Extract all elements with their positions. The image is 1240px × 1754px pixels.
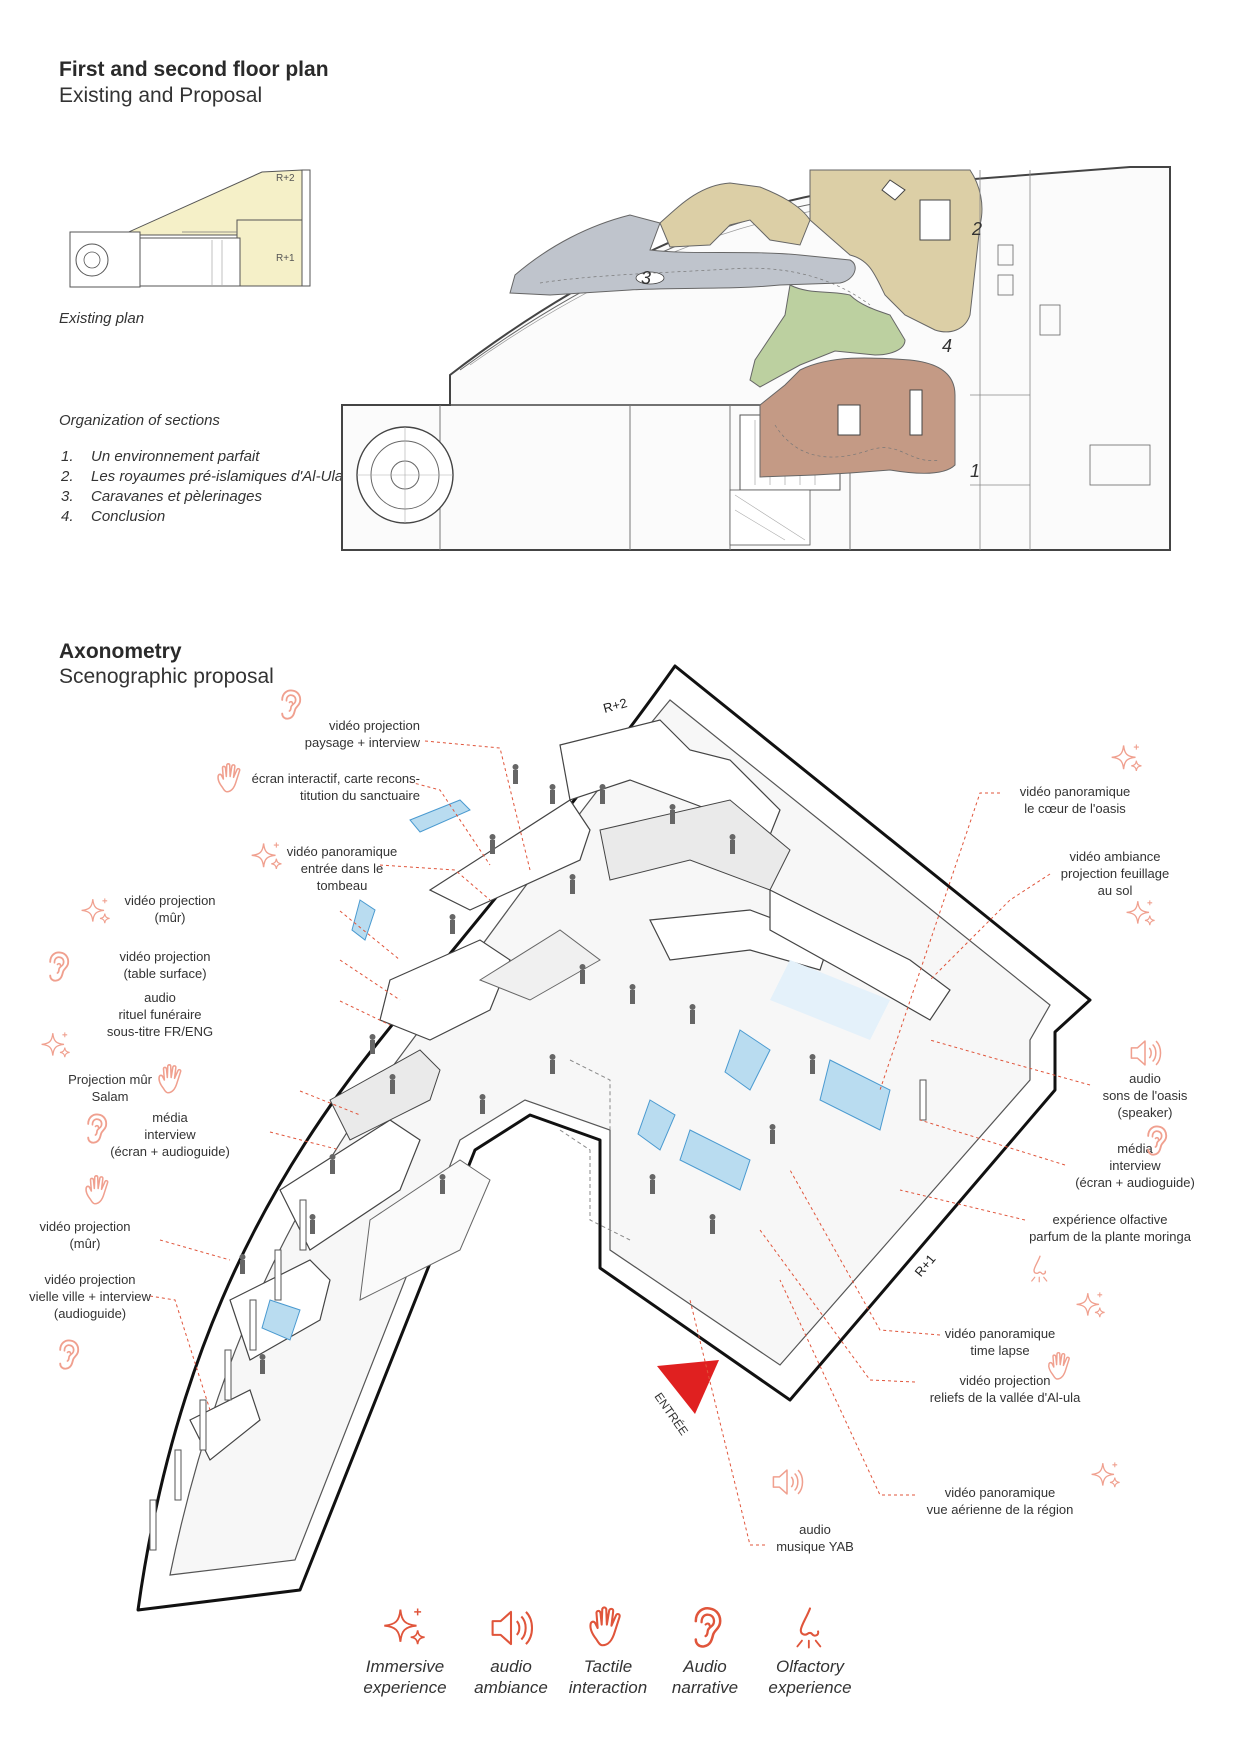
callout-c9: vidéo projection (mûr) <box>39 1219 131 1251</box>
callout-c5: vidéo projection (table surface) <box>119 949 211 981</box>
axonometry-title: Axonometry <box>59 640 182 663</box>
callout-r9: audio musique YAB <box>776 1522 854 1554</box>
legend-item-audio-ambiance: audio ambiance <box>456 1605 566 1698</box>
organization-title: Organization of sections <box>59 412 220 429</box>
section-item: 4.Conclusion <box>61 508 166 525</box>
small-plan-label-r1: R+1 <box>276 253 295 264</box>
legend-item-olfactory: Olfactory experience <box>755 1605 865 1698</box>
nose-icon <box>787 1605 833 1651</box>
callout-c8: média interview (écran + audioguide) <box>110 1110 230 1159</box>
callout-r1: vidéo panoramique le cœur de l'oasis <box>1019 784 1131 816</box>
sparkle-icon <box>250 840 284 874</box>
plan-number-1: 1 <box>970 461 981 481</box>
existing-plan-thumbnail <box>69 169 311 288</box>
hand-icon <box>1045 1351 1077 1383</box>
legend-item-immersive: Immersive experience <box>350 1605 460 1698</box>
existing-plan-label: Existing plan <box>59 310 145 327</box>
legend-item-audio-narrative: Audio narrative <box>650 1605 760 1698</box>
callout-r3: audio sons de l'oasis (speaker) <box>1102 1071 1188 1120</box>
callout-c4: vidéo projection (mûr) <box>124 893 216 925</box>
floorplan-subtitle: Existing and Proposal <box>59 84 263 107</box>
hand-icon <box>585 1605 631 1651</box>
sparkle-icon <box>1125 898 1157 930</box>
plan-number-2: 2 <box>972 219 983 239</box>
callout-c6: audio rituel funéraire sous-titre FR/ENG <box>106 990 214 1039</box>
callout-r4: média interview (écran + audioguide) <box>1075 1141 1195 1190</box>
ear-icon <box>40 950 74 984</box>
ear-icon <box>50 1338 84 1372</box>
speaker-icon <box>1128 1036 1162 1070</box>
callout-c2: écran interactif, carte recons- titution… <box>251 771 420 803</box>
ear-icon <box>78 1112 112 1146</box>
sections-list: 1.Un environnement parfait 2.Les royaume… <box>61 447 343 527</box>
callout-c10: vidéo projection vielle ville + intervie… <box>29 1272 151 1321</box>
small-plan-label-r2: R+2 <box>276 173 295 184</box>
proposal-floor-plan <box>341 166 1171 551</box>
axonometry-subtitle: Scenographic proposal <box>59 665 274 688</box>
speaker-icon <box>488 1605 534 1651</box>
plan-number-4: 4 <box>942 336 953 356</box>
callout-r7: vidéo projection reliefs de la vallée d'… <box>929 1373 1081 1405</box>
callout-c3: vidéo panoramique entrée dans le tombeau <box>286 844 398 893</box>
sparkle-icon <box>40 1030 72 1062</box>
sparkle-icon <box>1075 1290 1107 1322</box>
callout-r5: expérience olfactive parfum de la plante… <box>1029 1212 1191 1244</box>
floorplan-title: First and second floor plan <box>59 58 329 81</box>
hand-icon <box>82 1174 116 1208</box>
section-item: 1.Un environnement parfait <box>61 448 260 465</box>
plan-number-3: 3 <box>641 268 652 288</box>
entrance-arrow-icon <box>657 1360 719 1414</box>
section-item: 3.Caravanes et pèlerinages <box>61 488 262 505</box>
speaker-icon <box>770 1465 804 1499</box>
sparkle-icon <box>382 1605 428 1651</box>
callout-r8: vidéo panoramique vue aérienne de la rég… <box>926 1485 1074 1517</box>
axonometric-drawing <box>136 664 1092 1612</box>
ear-icon <box>272 688 306 722</box>
sparkle-icon <box>1110 742 1144 776</box>
ear-icon <box>682 1605 728 1651</box>
hand-icon <box>214 762 248 796</box>
hand-icon <box>155 1063 189 1097</box>
callout-r6: vidéo panoramique time lapse <box>944 1326 1056 1358</box>
callout-r2: vidéo ambiance projection feuillage au s… <box>1060 849 1170 898</box>
ear-icon <box>1138 1124 1172 1158</box>
nose-icon <box>1025 1254 1055 1284</box>
legend-item-tactile: Tactile interaction <box>553 1605 663 1698</box>
sparkle-icon <box>1090 1460 1122 1492</box>
section-item: 2.Les royaumes pré-islamiques d'Al-Ula <box>61 468 344 485</box>
sparkle-icon <box>80 896 112 928</box>
callout-c1: vidéo projection paysage + interview <box>304 718 420 750</box>
callout-c7: Projection mûr Salam <box>68 1072 152 1104</box>
